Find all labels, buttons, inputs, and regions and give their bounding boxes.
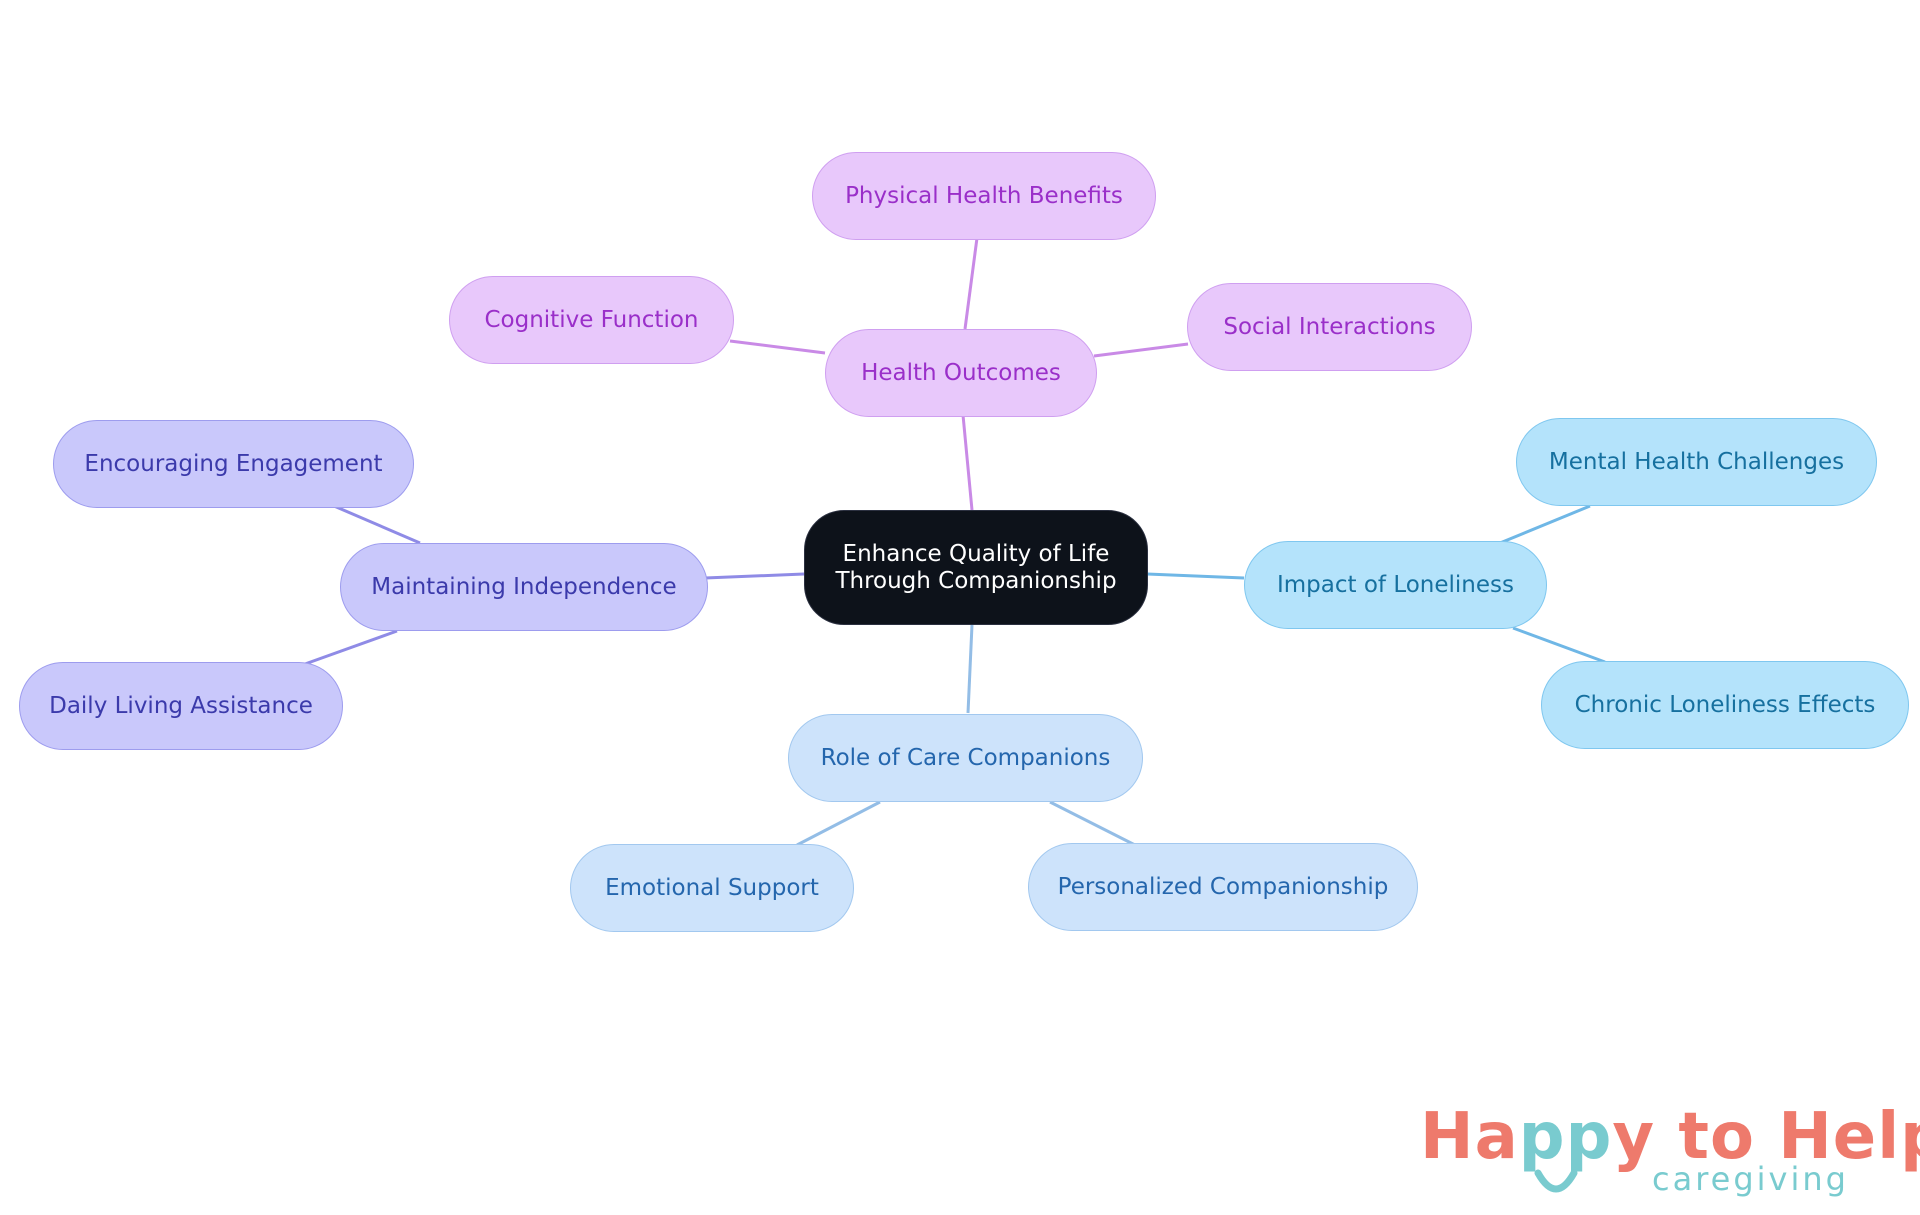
logo-tagline: caregiving	[1652, 1160, 1849, 1198]
node-maintaining-independence[interactable]: Maintaining Independence	[340, 543, 708, 631]
node-personalized-companionship[interactable]: Personalized Companionship	[1028, 843, 1418, 931]
edge-independence-daily	[304, 629, 398, 666]
central-topic-line-1: Enhance Quality of Life	[842, 541, 1110, 568]
node-role-of-care-companions[interactable]: Role of Care Companions	[788, 714, 1143, 802]
node-cognitive-function[interactable]: Cognitive Function	[449, 276, 734, 364]
smile-icon	[1534, 1169, 1578, 1193]
logo-wordmark: Happy to Help	[1420, 1100, 1920, 1174]
node-social-interactions[interactable]: Social Interactions	[1187, 283, 1472, 371]
edge-health-physical	[963, 237, 979, 330]
central-topic-node[interactable]: Enhance Quality of Life Through Companio…	[804, 510, 1148, 625]
edge-companions-emotional	[796, 800, 881, 847]
node-health-outcomes[interactable]: Health Outcomes	[825, 329, 1097, 417]
happy-to-help-logo: Happy to Help caregiving	[1420, 1105, 1920, 1215]
node-emotional-support[interactable]: Emotional Support	[570, 844, 854, 932]
central-topic-line-2: Through Companionship	[835, 567, 1117, 594]
edge-health-cognitive	[729, 339, 826, 355]
node-mental-health-challenges[interactable]: Mental Health Challenges	[1516, 418, 1877, 506]
edge-health-social	[1093, 342, 1189, 358]
edge-center-loneliness	[1146, 572, 1245, 580]
edge-center-health	[961, 414, 974, 511]
edge-loneliness-mental	[1499, 504, 1591, 545]
edge-center-independence	[704, 572, 805, 580]
edge-center-companions	[966, 624, 974, 714]
node-encouraging-engagement[interactable]: Encouraging Engagement	[53, 420, 414, 508]
edge-companions-personalized	[1049, 800, 1136, 847]
node-daily-living-assistance[interactable]: Daily Living Assistance	[19, 662, 343, 750]
node-impact-of-loneliness[interactable]: Impact of Loneliness	[1244, 541, 1547, 629]
edge-independence-engagement	[333, 504, 421, 545]
edge-loneliness-chronic	[1512, 626, 1606, 664]
node-chronic-loneliness-effects[interactable]: Chronic Loneliness Effects	[1541, 661, 1909, 749]
node-physical-health-benefits[interactable]: Physical Health Benefits	[812, 152, 1156, 240]
